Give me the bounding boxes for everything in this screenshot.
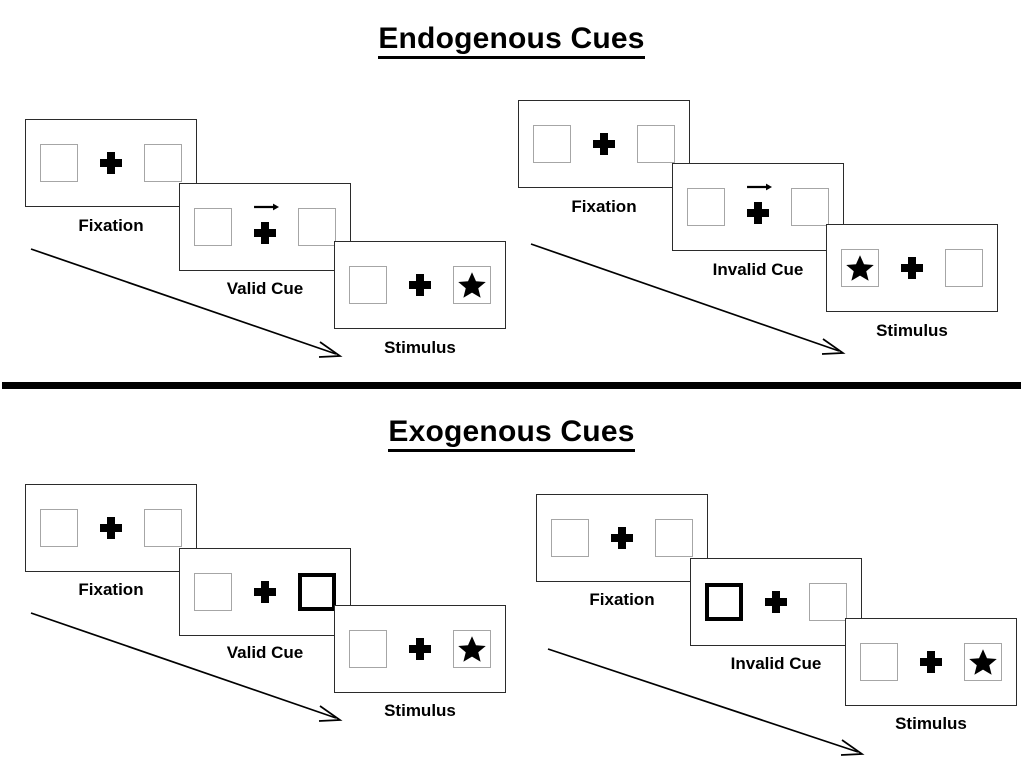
box-left-target: [841, 249, 879, 287]
panel-content: [846, 619, 1016, 705]
fixation-cross-icon: [100, 152, 122, 174]
panel-fixation-exogenous-valid: [25, 484, 197, 572]
fixation-cross-icon: [611, 527, 633, 549]
box-right-target: [453, 630, 491, 668]
star-icon: [458, 636, 486, 662]
panel-content: [691, 559, 861, 645]
fixation-cross-icon: [920, 651, 942, 673]
star-icon: [458, 272, 486, 298]
box-right: [144, 509, 182, 547]
fixation-cross-wrap: [607, 516, 637, 560]
fixation-cross-wrap: [96, 506, 126, 550]
panel-stimulus-exogenous-valid: [334, 605, 506, 693]
panel-stimulus-endogenous-invalid: [826, 224, 998, 312]
box-right-target: [453, 266, 491, 304]
panel-invalid-cue-exogenous: [690, 558, 862, 646]
panel-fixation-endogenous-valid: [25, 119, 197, 207]
box-left: [551, 519, 589, 557]
panel-label-stimulus: Stimulus: [384, 701, 456, 720]
fixation-cross-wrap: [250, 203, 280, 249]
fixation-cross-wrap: [250, 570, 280, 614]
box-left: [687, 188, 725, 226]
arrow-right-cue-icon: [747, 183, 773, 191]
panel-label-stimulus: Stimulus: [384, 338, 456, 357]
time-arrow-endogenous-invalid: [530, 243, 846, 355]
box-left: [533, 125, 571, 163]
fixation-cross-icon: [254, 222, 276, 244]
panel-label-valid-cue: Valid Cue: [226, 279, 304, 298]
fixation-cross-wrap: [761, 580, 791, 624]
section-title-endogenous: Endogenous Cues: [0, 22, 1023, 59]
box-right-target: [964, 643, 1002, 681]
fixation-cross-icon: [254, 581, 276, 603]
fixation-cross-icon: [901, 257, 923, 279]
fixation-cross-icon: [593, 133, 615, 155]
box-left: [860, 643, 898, 681]
arrow-right-cue-icon: [254, 203, 280, 211]
fixation-cross-wrap: [743, 183, 773, 229]
panel-valid-cue-exogenous: [179, 548, 351, 636]
panel-label-fixation: Fixation: [571, 197, 637, 216]
panel-stimulus-exogenous-invalid: [845, 618, 1017, 706]
panel-content: [335, 606, 505, 692]
section-divider: [2, 382, 1021, 389]
panel-fixation-endogenous-invalid: [518, 100, 690, 188]
box-right: [144, 144, 182, 182]
box-right: [655, 519, 693, 557]
fixation-cross-icon: [765, 591, 787, 613]
fixation-cross-icon: [409, 638, 431, 660]
panel-content: [180, 549, 350, 635]
panel-content: [519, 101, 689, 187]
fixation-cross-wrap: [405, 263, 435, 307]
box-left: [40, 509, 78, 547]
panel-invalid-cue-endogenous: [672, 163, 844, 251]
fixation-cross-icon: [409, 274, 431, 296]
panel-label-fixation: Fixation: [78, 216, 144, 235]
panel-label-invalid-cue: Invalid Cue: [730, 654, 822, 673]
box-right: [637, 125, 675, 163]
box-right-peripheral-cue: [298, 573, 336, 611]
fixation-cross-wrap: [589, 122, 619, 166]
section-title-exogenous-text: Exogenous Cues: [388, 415, 635, 452]
panel-content: [26, 120, 196, 206]
box-right: [945, 249, 983, 287]
panel-content: [537, 495, 707, 581]
box-right: [809, 583, 847, 621]
box-left: [194, 208, 232, 246]
panel-label-valid-cue: Valid Cue: [226, 643, 304, 662]
panel-content: [335, 242, 505, 328]
box-right: [298, 208, 336, 246]
fixation-cross-wrap: [96, 141, 126, 185]
section-title-exogenous: Exogenous Cues: [0, 415, 1023, 452]
box-left: [349, 630, 387, 668]
panel-label-fixation: Fixation: [589, 590, 655, 609]
panel-valid-cue-endogenous: [179, 183, 351, 271]
panel-stimulus-endogenous-valid: [334, 241, 506, 329]
panel-label-invalid-cue: Invalid Cue: [712, 260, 804, 279]
panel-content: [180, 184, 350, 270]
fixation-cross-wrap: [405, 627, 435, 671]
box-left: [194, 573, 232, 611]
fixation-cross-icon: [747, 202, 769, 224]
star-icon: [846, 255, 874, 281]
fixation-cross-wrap: [916, 640, 946, 684]
panel-label-fixation: Fixation: [78, 580, 144, 599]
box-left-peripheral-cue: [705, 583, 743, 621]
panel-content: [827, 225, 997, 311]
panel-label-stimulus: Stimulus: [876, 321, 948, 340]
box-left: [349, 266, 387, 304]
fixation-cross-icon: [100, 517, 122, 539]
box-left: [40, 144, 78, 182]
panel-content: [26, 485, 196, 571]
panel-label-stimulus: Stimulus: [895, 714, 967, 733]
section-title-endogenous-text: Endogenous Cues: [378, 22, 645, 59]
fixation-cross-wrap: [897, 246, 927, 290]
panel-content: [673, 164, 843, 250]
star-icon: [969, 649, 997, 675]
box-right: [791, 188, 829, 226]
panel-fixation-exogenous-invalid: [536, 494, 708, 582]
